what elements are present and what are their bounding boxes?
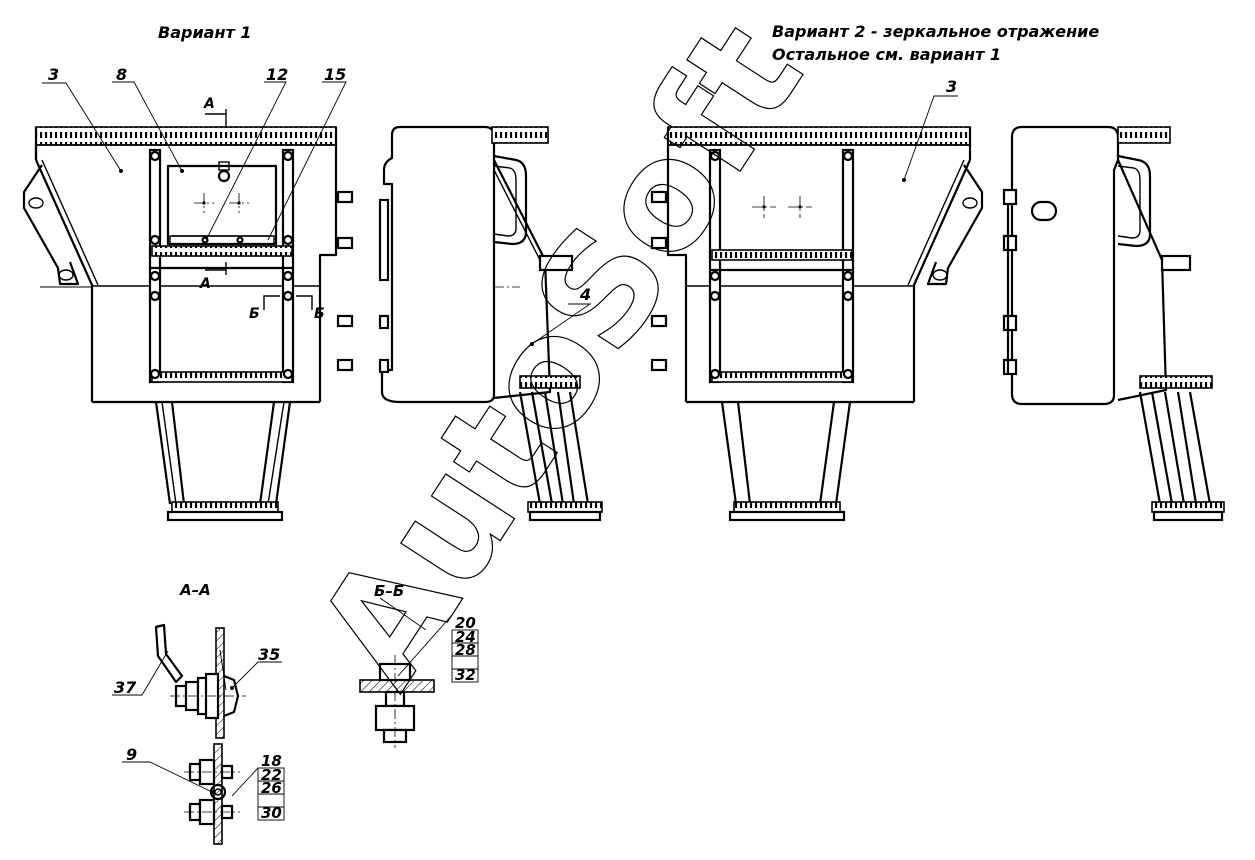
v1-left-bracket — [22, 164, 80, 286]
stack-a-item-0: 18 — [261, 752, 282, 770]
variant2-front-view: 3 — [650, 77, 984, 522]
section-mark-a-bottom: А — [199, 276, 211, 292]
variant2-side-view — [1002, 125, 1225, 522]
stack-table-a: 18 22 26 30 — [257, 752, 285, 822]
stack-a-item-3: 30 — [261, 804, 282, 822]
section-aa-title: А–А — [179, 581, 211, 599]
v1-top-plate — [35, 126, 337, 146]
stack-b-item-1: 24 — [455, 628, 476, 646]
v2-bolts — [709, 150, 854, 380]
v2-slot — [1030, 200, 1058, 222]
section-mark-b-left: Б — [249, 306, 260, 322]
v1-side-pins — [336, 190, 354, 372]
callout-9: 9 — [126, 745, 137, 764]
section-bb: Б–Б 20 24 28 32 — [359, 582, 479, 748]
stack-a-item-1: 22 — [261, 766, 282, 784]
variant2-title-line2: Остальное см. вариант 1 — [772, 45, 1001, 64]
v1-cover-8 — [166, 164, 278, 246]
variant2-title-line1: Вариант 2 - зеркальное отражение — [772, 22, 1099, 41]
stack-a-item-2: 26 — [261, 779, 282, 797]
stack-b-item-3: 32 — [455, 666, 476, 684]
callout-v1-15: 15 — [324, 65, 346, 84]
section-mark-b-right: Б — [314, 306, 325, 322]
v1-bolts — [149, 150, 294, 380]
section-mark-a-top: А — [203, 96, 215, 112]
callout-v1-8: 8 — [116, 65, 127, 84]
v1-lock — [217, 169, 231, 183]
autosoft-watermark: AutoSoft — [284, 0, 836, 715]
callout-35: 35 — [258, 645, 280, 664]
stack-table-b: 20 24 28 32 — [451, 614, 479, 684]
stack-b-item-2: 28 — [455, 641, 476, 659]
variant1-side-view: 4 — [378, 125, 603, 522]
callout-v1-4: 4 — [579, 285, 591, 304]
variant1-front-view: А А Б Б 3 8 12 15 — [22, 65, 354, 522]
callout-v1-12: 12 — [266, 65, 288, 84]
v2-side-pins — [650, 190, 668, 372]
callout-v1-3: 3 — [48, 65, 59, 84]
section-bb-title: Б–Б — [374, 582, 404, 600]
variant1-title: Вариант 1 — [158, 23, 251, 42]
section-aa: А–А 37 35 9 — [112, 581, 285, 845]
stack-b-item-0: 20 — [455, 614, 476, 632]
callout-v2-3: 3 — [946, 77, 957, 96]
callout-37: 37 — [114, 678, 137, 697]
